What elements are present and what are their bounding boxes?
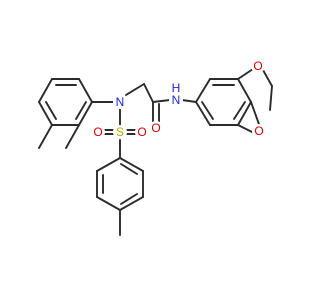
bond <box>38 78 53 103</box>
dioxole-bond <box>250 101 261 128</box>
molecule-structure: N N H O S O O O O <box>38 59 273 236</box>
double-bond-inner <box>201 101 214 120</box>
dioxole-bond <box>262 69 273 87</box>
atom-label-o-sulfonyl-right: O <box>137 125 146 139</box>
tolyl-ring <box>96 157 144 211</box>
bond <box>119 157 144 172</box>
bond <box>78 78 93 103</box>
benzodioxole-ring <box>195 78 252 126</box>
double-bond-inner <box>75 101 87 120</box>
atom-label-n-sulfonamide: N <box>116 95 125 109</box>
double-bond-inner <box>45 101 57 120</box>
dioxole-bond <box>237 124 255 134</box>
atom-label-n-amide: N <box>172 93 181 107</box>
bond <box>195 101 211 126</box>
double-bond-inner <box>120 163 138 175</box>
bond <box>78 101 93 126</box>
bond <box>38 101 53 126</box>
atom-label-o-dioxole-bottom: O <box>254 124 263 138</box>
bond-nh-to-ring <box>181 99 197 103</box>
bond <box>237 101 252 126</box>
atom-label-o-dioxole-top: O <box>253 59 262 73</box>
bond <box>237 78 252 103</box>
molecule-canvas: N N H O S O O O O <box>38 59 273 236</box>
dioxole-bond <box>237 68 254 80</box>
bond <box>96 196 121 211</box>
bond <box>119 196 144 211</box>
double-bond-inner <box>120 193 138 205</box>
bond <box>195 78 211 103</box>
atom-label-o-sulfonyl-left: O <box>93 125 102 139</box>
atom-labels: N N H O S O O O O <box>91 59 266 139</box>
atom-label-o-carbonyl: O <box>151 121 160 135</box>
methyl-bond-ortho <box>65 124 80 149</box>
bond-carbonyl-to-nh <box>152 99 171 103</box>
atom-label-s-sulfonyl: S <box>116 125 124 139</box>
methyl-bond-meta <box>38 124 53 149</box>
dimethylphenyl-ring <box>38 78 93 126</box>
dioxole-bond <box>269 85 273 111</box>
bond-n-to-ch2 <box>125 83 145 96</box>
double-bond-inner <box>233 101 246 120</box>
atom-label-h-amide: H <box>172 81 181 95</box>
bond <box>96 157 121 172</box>
bond-ch2-to-carbonyl <box>143 83 154 103</box>
